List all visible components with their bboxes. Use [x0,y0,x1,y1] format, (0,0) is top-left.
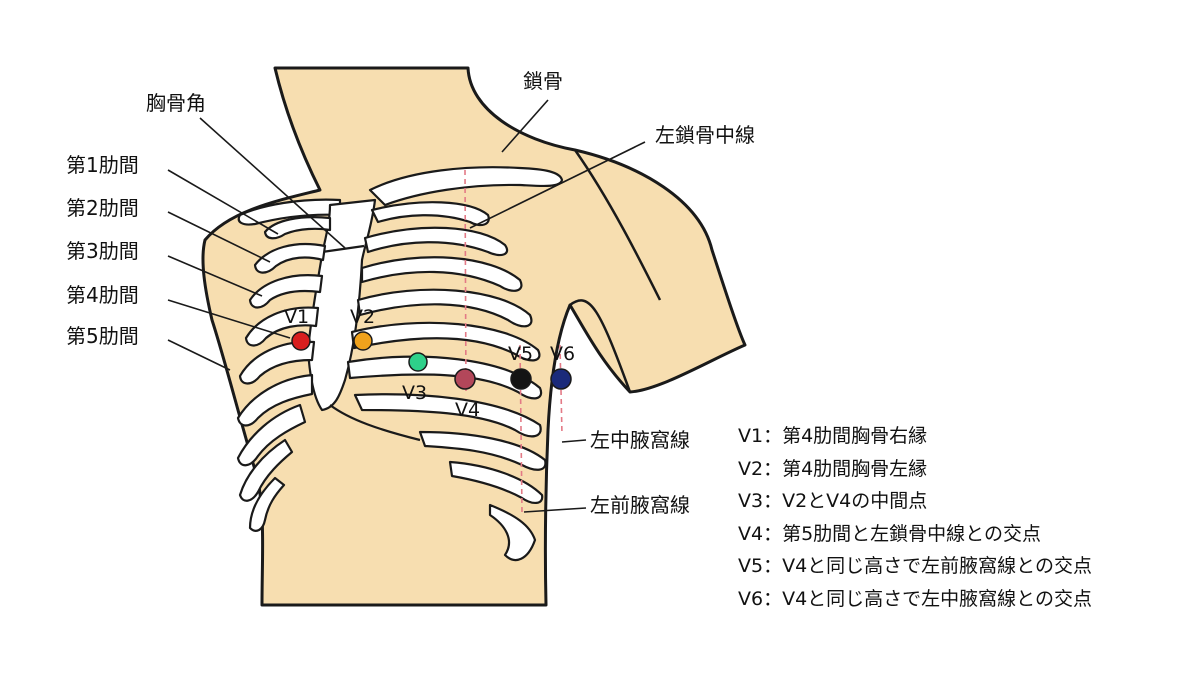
electrode-v1 [291,331,311,351]
legend-item-v5: V5：V4と同じ高さで左前腋窩線との交点 [738,555,1092,577]
rib-r9 [248,476,286,532]
label-clavicle: 鎖骨 [523,69,563,93]
midclavicular-line [464,169,467,396]
electrode-v2 [353,331,373,351]
clavicle-left [368,166,564,207]
label-ics5: 第5肋間 [66,324,139,348]
electrode-v5 [510,368,532,390]
electrode-label-v6: V6 [550,343,575,365]
electrode-label-v2: V2 [350,306,375,328]
leader-ics2 [167,211,271,263]
leader-clavicle [501,99,549,153]
costal-margin [329,404,421,442]
electrode-v3 [408,352,428,372]
legend-item-v3: V3：V2とV4の中間点 [738,490,928,512]
leader-sternal-angle [199,117,346,249]
electrodes [291,331,572,390]
rib-r3 [248,274,324,309]
rib-l10 [488,503,537,562]
leader-ics4 [167,299,291,339]
rib-l2 [363,226,509,257]
clavicle-right [237,198,342,226]
rib-l4 [356,288,533,328]
leader-ics3 [167,255,263,297]
label-left-midclavicular-line: 左鎖骨中線 [655,123,755,147]
leader-midaxillary [561,439,587,443]
leader-midclavicular [469,141,646,229]
rib-r5 [238,340,316,385]
rib-l3 [360,256,523,292]
rib-l1 [370,201,490,227]
rib-r1 [263,216,332,240]
legend-item-v2: V2：第4肋間胸骨左縁 [738,457,928,480]
electrode-label-v3: V3 [402,382,427,404]
label-ics3: 第3肋間 [66,239,139,263]
rib-r4 [244,306,320,347]
label-left-anterior-axillary-line: 左前腋窩線 [590,493,690,517]
legend-item-v4: V4：第5肋間と左鎖骨中線との交点 [738,522,1041,545]
electrode-label-v1: V1 [284,306,309,328]
leader-anterior-axillary [523,507,587,513]
electrode-label-v4: V4 [455,399,480,421]
rib-l7 [353,393,542,438]
label-ics1: 第1肋間 [66,153,139,177]
midaxillary-line [559,344,563,436]
rib-r6 [236,373,314,427]
electrode-legend: V1：第4肋間胸骨右縁 V2：第4肋間胸骨左縁 V3：V2とV4の中間点 V4：… [738,420,1092,615]
electrode-label-v5: V5 [508,343,533,365]
electrode-v6 [550,368,572,390]
leader-ics1 [167,169,279,235]
rib-l9 [448,460,544,504]
rib-r8 [238,438,294,502]
rib-l6 [346,355,543,400]
rib-r2 [253,242,327,274]
label-ics2: 第2肋間 [66,196,139,220]
sternal-angle-line [321,244,365,254]
leader-ics5 [167,339,231,371]
electrode-labels: V1 V2 V3 V4 V5 V6 [284,306,575,421]
legend-item-v1: V1：第4肋間胸骨右縁 [738,425,928,447]
rib-l5 [350,321,541,362]
rib-l8 [418,430,547,471]
rib-cage [236,166,564,562]
label-left-midaxillary-line: 左中腋窩線 [590,428,690,452]
leader-lines [167,99,646,513]
arm-outline [569,149,662,393]
label-sternal-angle: 胸骨角 [146,91,206,115]
label-ics4: 第4肋間 [66,283,139,307]
rib-r7 [236,403,307,467]
electrode-v4 [454,368,476,390]
anatomy-labels: 胸骨角 鎖骨 左鎖骨中線 第1肋間 第2肋間 第3肋間 第4肋間 第5肋間 左中… [66,69,755,517]
legend-item-v6: V6：V4と同じ高さで左中腋窩線との交点 [738,587,1092,610]
